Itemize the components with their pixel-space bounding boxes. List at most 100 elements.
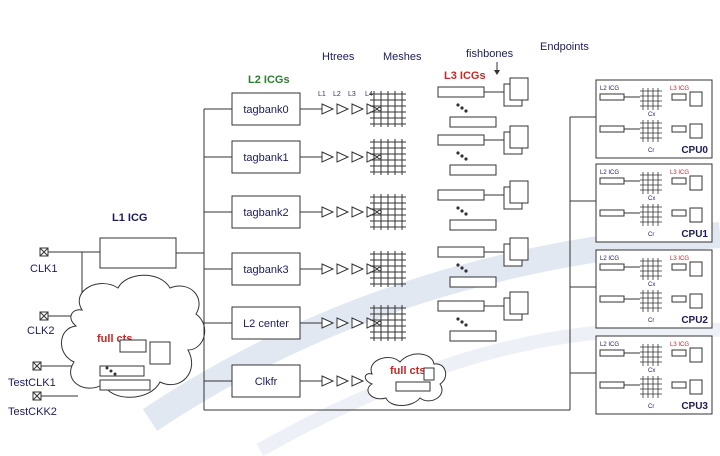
tagbank-row: tagbank3 [204,237,529,288]
buffer-icon [336,263,350,275]
testclk1-label: TestCLK1 [8,377,56,389]
endpoint-flop [509,180,529,204]
cpu-l2-icg-label: L2 ICG [600,342,619,348]
l3-icg-box [449,164,497,176]
header-htrees: Htrees [322,51,355,63]
cpu-l2-icg-box [599,263,625,271]
tagbank-row: L2 center [204,291,529,342]
cpu-l3-icg-label: L3 ICG [670,86,689,92]
testckk2-label: TestCKK2 [8,406,57,418]
cpu-flop [689,207,703,223]
endpoint-flop [509,125,529,149]
cpu-l3-icg-box [671,381,687,389]
buffer-icon [321,317,335,329]
cpu-l3-icg-box [671,295,687,303]
header-l2-icgs: L2 ICGs [248,74,290,86]
cpu-l3-icg-label: L3 ICG [670,342,689,348]
mid-full-cts-cloud [364,353,447,406]
header-meshes: Meshes [383,51,422,63]
cpu-cr-label: Cr [648,148,654,154]
buffer-icon [321,206,335,218]
mid-cloud-flop [423,367,435,381]
l2-icg-label: L2 center [243,318,289,330]
cpu-l2-icg-label: L2 ICG [600,86,619,92]
level-label-1: L1 [318,91,326,98]
l2-icg-box [231,252,301,286]
cpu-l2-icg-box [599,349,625,357]
clk1-pin [39,247,49,257]
ellipsis-dot [456,263,460,267]
l1-icg-box [99,237,177,269]
background-swoosh [142,222,720,431]
l2-icg-box [231,306,301,340]
l3-icg-box [449,330,497,342]
endpoint-flop [509,237,529,261]
left-cloud-bar-2 [99,379,151,391]
ellipsis-dot [456,151,460,155]
background-swoosh-2 [256,321,720,456]
buffer-icon [336,206,350,218]
cpu-l2-icg-box [599,93,625,101]
testckk2-pin [32,391,42,401]
cpu-l2-icg-box [599,381,625,389]
ellipsis-dot [464,212,468,216]
cpu-flop [689,293,703,309]
cpu-flop [689,379,703,395]
cpu-cr-label: Cr [648,232,654,238]
cpu-cr-label: Cr [648,318,654,324]
l3-icg-box [437,189,485,201]
cpu-l3-icg-label: L3 ICG [670,170,689,176]
cpu-name-label: CPU0 [681,145,708,156]
buffer-icon [351,263,365,275]
l2-icg-label: tagbank0 [243,104,288,116]
buffer-icon [336,103,350,115]
left-cloud-dot [113,372,117,376]
l3-icg-box [437,134,485,146]
cpu-l3-icg-box [671,263,687,271]
header-l3-icgs: L3 ICGs [444,70,486,82]
header-l1-icg: L1 ICG [112,212,147,224]
level-label-2: L2 [333,91,341,98]
buffer-icon [351,206,365,218]
ellipsis-dot [464,323,468,327]
ellipsis-dot [460,209,464,213]
cpu-l3-icg-box [671,209,687,217]
l3-icg-box [437,300,485,312]
clk2-label: CLK2 [27,325,55,337]
buffer-icon [351,375,365,387]
level-label-3: L3 [348,91,356,98]
tagbank-row: Clkfr [204,364,376,398]
l2-icg-label: tagbank3 [243,264,288,276]
l2-icg-label: tagbank2 [243,207,288,219]
header-fishbones: fishbones [466,48,514,60]
left-cloud-icg [119,339,147,353]
buffer-icon [336,151,350,163]
left-cloud-dot [109,369,113,373]
cpu-l2-icg-box [599,177,625,185]
cpu-l3-icg-box [671,177,687,185]
cpu-name-label: CPU3 [681,401,708,412]
ellipsis-dot [464,269,468,273]
ellipsis-dot [456,206,460,210]
header-endpoints: Endpoints [540,41,589,53]
l3-icg-box [449,116,497,128]
buffer-icon [351,151,365,163]
cpu-l3-icg-box [671,93,687,101]
clk2-pin [39,311,49,321]
cpu-l3-icg-box [671,125,687,133]
ellipsis-dot [460,266,464,270]
cpu-flop [689,175,703,191]
cpu-l2-icg-label: L2 ICG [600,170,619,176]
l2-icg-box [231,92,301,126]
ellipsis-dot [456,103,460,107]
cpu-l3-icg-box [671,349,687,357]
cpu-l2-icg-box [599,295,625,303]
l2-icg-box [231,364,301,398]
level-label-4: L4 [365,91,373,98]
cpu-cr-label: Cr [648,404,654,410]
cpu-l2-icg-label: L2 ICG [600,256,619,262]
ellipsis-dot [464,109,468,113]
testclk1-pin [32,361,42,371]
